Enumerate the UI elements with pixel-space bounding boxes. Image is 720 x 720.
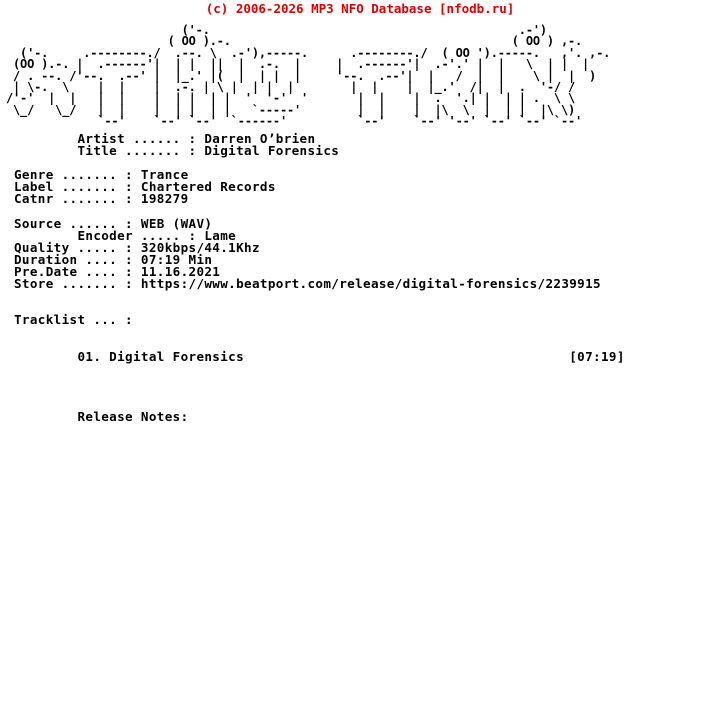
release-notes-heading: Release Notes:: [14, 409, 189, 425]
technical-info-block: Source ...... : WEB (WAV) Encoder ..... …: [14, 215, 601, 292]
blank-line-9: [0, 387, 720, 399]
blank-line-8: [0, 375, 720, 387]
release-info-block: Genre ....... : Trance Label ....... : C…: [14, 167, 276, 207]
blank-line-5: [0, 327, 720, 339]
ascii-art-logo: ('-. .-') ( OO ).-. ( OO ) ,-. ('-. .---…: [6, 23, 611, 129]
copyright-banner: (c) 2006-2026 MP3 NFO Database [nfodb.ru…: [205, 1, 515, 16]
artist-title-block: Artist ...... : Darren O’brien Title ...…: [77, 131, 340, 159]
tracklist-heading: Tracklist ... :: [14, 312, 133, 328]
tracklist-rows: 01. Digital Forensics [07:19]: [14, 348, 625, 364]
blank-line-3: [0, 290, 720, 302]
blank-line-7: [0, 363, 720, 375]
